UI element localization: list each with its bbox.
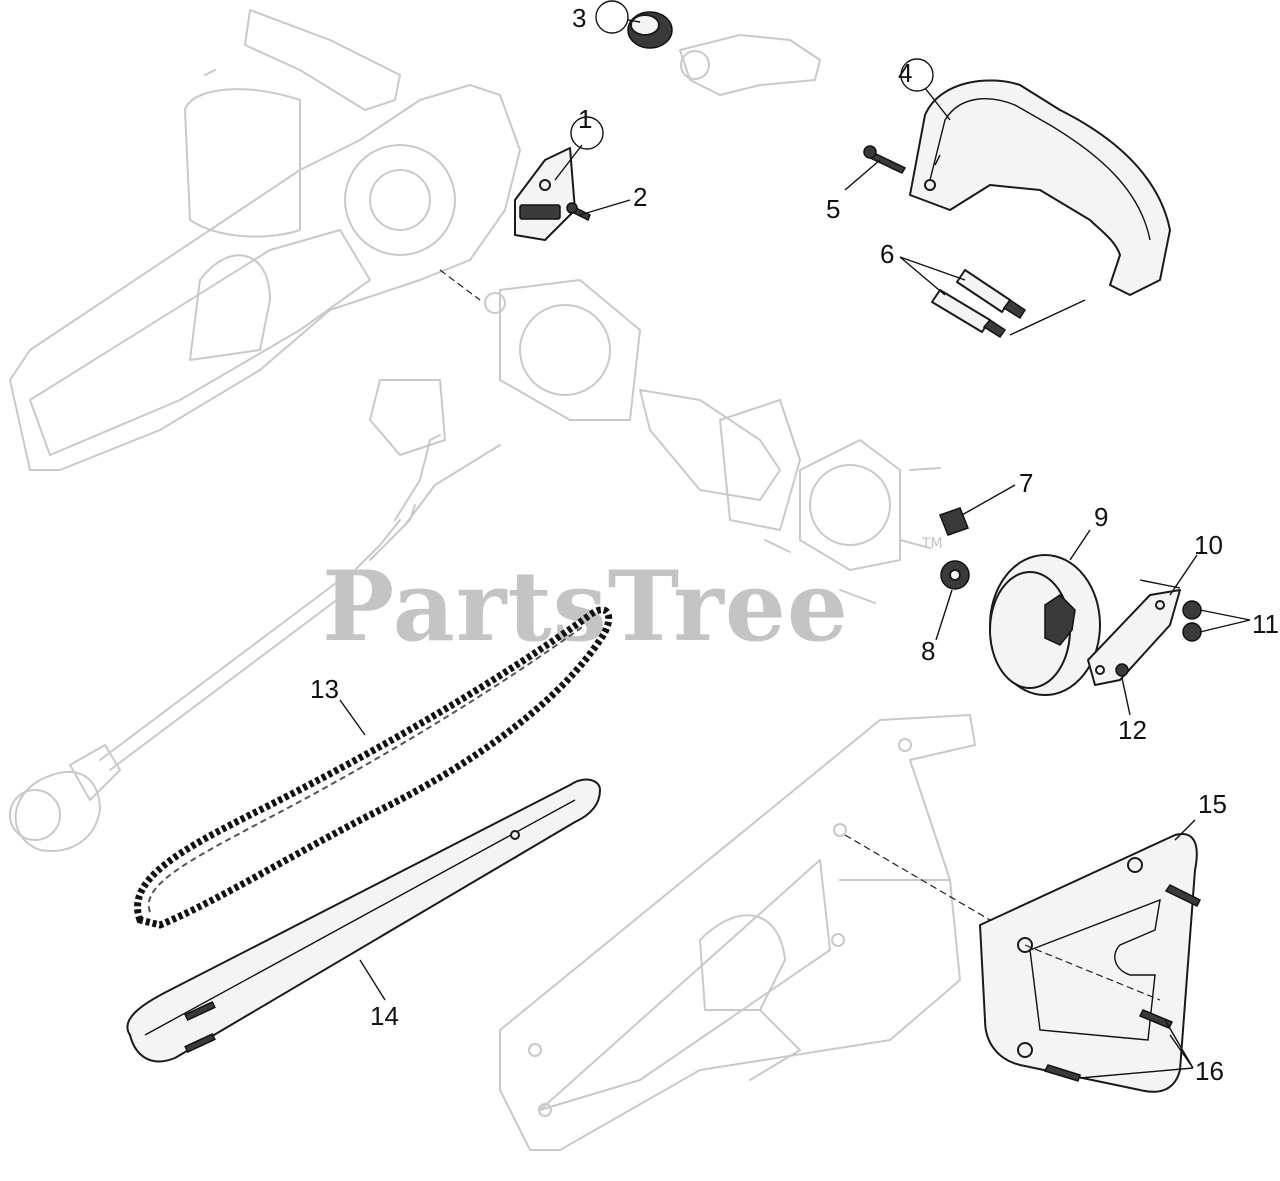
- ghost-housing-right: [499, 714, 976, 1151]
- callout-2: 2: [633, 182, 647, 212]
- part-14-guide-bar: [126, 778, 601, 1063]
- ghost-motor-assembly: [369, 279, 941, 604]
- part-12-washer: [1115, 663, 1129, 677]
- ghost-power-cord: [9, 434, 501, 852]
- part-13-chain: [134, 606, 613, 929]
- part-16-screws: [1043, 884, 1202, 1082]
- callout-11: 11: [1252, 609, 1279, 639]
- callout-13: 13: [310, 674, 339, 704]
- part-3-knob: [627, 11, 673, 49]
- part-5-screw: [863, 145, 907, 174]
- part-9-sprocket: [989, 554, 1101, 696]
- watermark-text: PartsTree: [322, 550, 849, 663]
- callout-15: 15: [1198, 789, 1227, 819]
- callout-10: 10: [1194, 530, 1223, 560]
- part-4-front-handle: [909, 79, 1171, 296]
- callout-5: 5: [826, 194, 840, 224]
- callout-labels: 1 2 3 4 5 6 7 8 9 10 11 12 13 14 15 16: [310, 3, 1279, 1086]
- callout-14: 14: [370, 1001, 399, 1031]
- leader-lines: [339, 0, 1251, 1079]
- watermark: PartsTree TM: [322, 536, 943, 663]
- callout-4: 4: [898, 58, 912, 88]
- ghost-knob-bracket: [679, 34, 821, 96]
- part-15-side-cover: [979, 833, 1198, 1093]
- part-10-plate: [1087, 579, 1181, 686]
- part-11-nuts: [1182, 600, 1202, 642]
- part-6-spacers: [931, 269, 1027, 339]
- ghost-housing-left: [9, 9, 521, 471]
- callout-7: 7: [1019, 468, 1033, 498]
- part-7-drive-gear: [939, 507, 969, 536]
- part-2-screw: [566, 202, 591, 222]
- assembly-lines: [439, 269, 1161, 1001]
- callout-8: 8: [921, 636, 935, 666]
- callout-3: 3: [572, 3, 586, 33]
- callout-12: 12: [1118, 715, 1147, 745]
- part-1-switch-plate: [514, 147, 576, 241]
- callout-16: 16: [1195, 1056, 1224, 1086]
- callout-9: 9: [1094, 502, 1108, 532]
- callout-6: 6: [880, 239, 894, 269]
- part-8-pinion: [940, 560, 970, 590]
- watermark-tm: TM: [921, 536, 943, 552]
- callout-1: 1: [578, 104, 592, 134]
